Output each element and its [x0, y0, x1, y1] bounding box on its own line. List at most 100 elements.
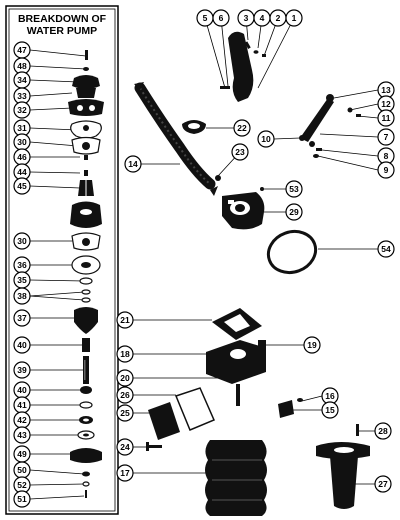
callout-42: 42: [13, 411, 31, 429]
part-26-gasket: [175, 387, 215, 431]
callout-19: 19: [303, 336, 321, 354]
callout-2: 2: [269, 9, 287, 27]
panel-leader-lines: [29, 49, 87, 500]
callout-50: 50: [13, 461, 31, 479]
callout-47: 47: [13, 41, 31, 59]
svg-text:31: 31: [17, 123, 27, 133]
panel-part-washer-52: [82, 481, 90, 487]
panel-title-line1: BREAKDOWN OF: [18, 13, 107, 25]
panel-part-housing-32: [68, 99, 104, 116]
part-25-plate: [148, 402, 180, 440]
part-21-gasket: [212, 308, 262, 340]
svg-text:47: 47: [17, 45, 27, 55]
svg-text:2: 2: [276, 13, 281, 23]
callout-32: 32: [13, 101, 31, 119]
part-15-cap: [278, 400, 294, 418]
callout-20: 20: [116, 369, 134, 387]
callout-48: 48: [13, 57, 31, 75]
callout-45: 45: [13, 177, 31, 195]
callout-27: 27: [374, 475, 392, 493]
callout-10: 10: [257, 130, 275, 148]
svg-text:25: 25: [120, 408, 130, 418]
svg-text:40: 40: [17, 340, 27, 350]
panel-part-ring-42: [79, 416, 93, 424]
part-10-washer: [299, 135, 305, 141]
part-12-screw: [347, 107, 353, 113]
svg-text:27: 27: [378, 479, 388, 489]
svg-text:51: 51: [17, 494, 27, 504]
svg-text:49: 49: [17, 449, 27, 459]
callout-46: 46: [13, 148, 31, 166]
callout-35: 35: [13, 271, 31, 289]
callout-34: 34: [13, 71, 31, 89]
svg-text:45: 45: [17, 181, 27, 191]
callout-36: 36: [13, 256, 31, 274]
callout-51: 51: [13, 490, 31, 508]
part-hose-clamp-bottom: [210, 186, 218, 196]
callout-49: 49: [13, 445, 31, 463]
panel-part-ring-41: [79, 401, 93, 409]
callout-41: 41: [13, 396, 31, 414]
callout-9: 9: [377, 161, 395, 179]
callout-13: 13: [377, 81, 395, 99]
part-8-screw: [316, 148, 322, 151]
svg-text:40: 40: [17, 385, 27, 395]
callout-8: 8: [377, 147, 395, 165]
part-17-bellows: [205, 440, 267, 516]
svg-text:48: 48: [17, 61, 27, 71]
svg-text:30: 30: [17, 236, 27, 246]
part-11-screw: [356, 114, 361, 117]
part-27-housing: [316, 442, 370, 509]
svg-text:1: 1: [292, 13, 297, 23]
callout-28: 28: [374, 422, 392, 440]
callout-21: 21: [116, 311, 134, 329]
part-28-screw: [356, 424, 359, 436]
panel-part-plate-30: [71, 136, 101, 155]
part-16-washer: [297, 398, 303, 402]
callout-39: 39: [13, 361, 31, 379]
panel-title-line2: WATER PUMP: [27, 25, 97, 37]
svg-text:52: 52: [17, 480, 27, 490]
part-20-rod: [236, 384, 240, 406]
svg-text:24: 24: [120, 442, 130, 452]
panel-part-washer-48: [83, 67, 89, 71]
callout-29: 29: [285, 203, 303, 221]
panel-part-key-46: [84, 155, 88, 160]
svg-text:9: 9: [384, 165, 389, 175]
svg-text:20: 20: [120, 373, 130, 383]
svg-text:22: 22: [237, 123, 247, 133]
water-pump-panel-inner-line: [8, 8, 116, 512]
panel-part-seals-38: [81, 289, 91, 303]
svg-text:37: 37: [17, 313, 27, 323]
svg-text:29: 29: [289, 207, 299, 217]
callout-30b: 30: [13, 232, 31, 250]
panel-part-screw-47: [85, 50, 88, 60]
svg-text:32: 32: [17, 105, 27, 115]
panel-part-plate-30b: [71, 232, 101, 251]
part-9-washer: [313, 154, 319, 158]
panel-part-base-37: [74, 307, 98, 334]
part-5-6-screw: [220, 86, 230, 89]
callout-1: 1: [285, 9, 303, 27]
svg-text:54: 54: [381, 244, 391, 254]
panel-part-tube-39: [83, 356, 89, 384]
svg-text:3: 3: [244, 13, 249, 23]
callout-30a: 30: [13, 133, 31, 151]
svg-text:44: 44: [17, 167, 27, 177]
svg-text:42: 42: [17, 415, 27, 425]
part-7-bracket: [300, 94, 334, 147]
svg-text:4: 4: [260, 13, 265, 23]
part-14-hose: [134, 82, 216, 190]
svg-text:46: 46: [17, 152, 27, 162]
svg-text:23: 23: [235, 147, 245, 157]
svg-text:38: 38: [17, 291, 27, 301]
callout-5: 5: [196, 9, 214, 27]
callout-4: 4: [253, 9, 271, 27]
part-29-pump-assembly: [222, 192, 265, 230]
part-22-clamp: [182, 120, 206, 134]
svg-text:35: 35: [17, 275, 27, 285]
svg-text:8: 8: [384, 151, 389, 161]
svg-text:7: 7: [384, 132, 389, 142]
panel-part-gasket-36: [71, 255, 101, 275]
